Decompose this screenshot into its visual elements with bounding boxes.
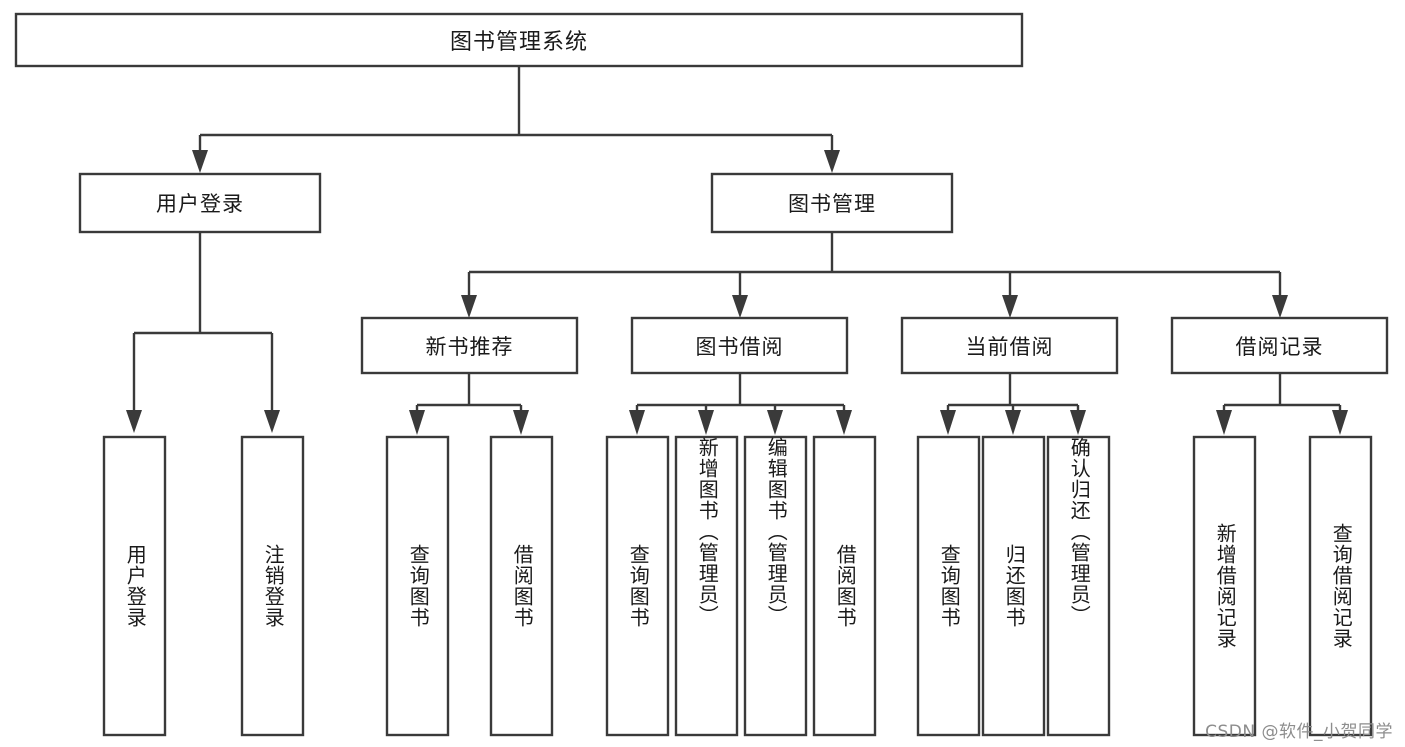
watermark-text: CSDN @软件_小贺同学 bbox=[1205, 722, 1393, 742]
arrow-bb-leaf-2 bbox=[698, 410, 714, 435]
arrow-to-borrow-records bbox=[1272, 295, 1288, 318]
arrow-cb-leaf-1 bbox=[940, 410, 956, 435]
leaf-box-bb-add-book[interactable] bbox=[674, 435, 739, 737]
leaf-box-nbr-borrow-book[interactable] bbox=[489, 435, 554, 737]
arrow-cb-leaf-2 bbox=[1005, 410, 1021, 435]
leaf-box-bb-query-book[interactable] bbox=[605, 435, 670, 737]
arrow-nbr-leaf-1 bbox=[409, 410, 425, 435]
leaf-box-cb-return-book[interactable] bbox=[981, 435, 1046, 737]
node-user-login-box[interactable] bbox=[78, 172, 322, 234]
leaf-box-logout[interactable] bbox=[240, 435, 305, 737]
arrow-bb-leaf-3 bbox=[767, 410, 783, 435]
node-book-mgmt-box[interactable] bbox=[710, 172, 954, 234]
arrow-bb-leaf-4 bbox=[836, 410, 852, 435]
arrow-to-leaf-user-login bbox=[126, 410, 142, 433]
leaf-box-nbr-query-book[interactable] bbox=[385, 435, 450, 737]
node-new-book-rec-box[interactable] bbox=[360, 316, 579, 375]
leaf-box-cb-confirm-return[interactable] bbox=[1046, 435, 1111, 737]
arrow-br-leaf-1 bbox=[1216, 410, 1232, 435]
arrow-br-leaf-2 bbox=[1332, 410, 1348, 435]
leaf-box-user-login[interactable] bbox=[102, 435, 167, 737]
leaf-box-br-add-record[interactable] bbox=[1192, 435, 1257, 737]
arrow-to-book-borrow bbox=[732, 295, 748, 318]
arrow-to-current-borrow bbox=[1002, 295, 1018, 318]
arrow-to-new-book-rec bbox=[461, 295, 477, 318]
arrow-to-leaf-logout bbox=[264, 410, 280, 433]
arrow-root-to-user-login bbox=[192, 150, 208, 173]
node-root-box[interactable] bbox=[14, 12, 1024, 68]
leaf-box-bb-edit-book[interactable] bbox=[743, 435, 808, 737]
leaf-box-cb-query-book[interactable] bbox=[916, 435, 981, 737]
arrow-root-to-book-mgmt bbox=[824, 150, 840, 173]
arrow-bb-leaf-1 bbox=[629, 410, 645, 435]
node-borrow-records-box[interactable] bbox=[1170, 316, 1389, 375]
arrow-nbr-leaf-2 bbox=[513, 410, 529, 435]
node-book-borrow-box[interactable] bbox=[630, 316, 849, 375]
leaf-box-bb-borrow-book[interactable] bbox=[812, 435, 877, 737]
node-current-borrow-box[interactable] bbox=[900, 316, 1119, 375]
arrow-cb-leaf-3 bbox=[1070, 410, 1086, 435]
leaf-box-br-query-record[interactable] bbox=[1308, 435, 1373, 737]
